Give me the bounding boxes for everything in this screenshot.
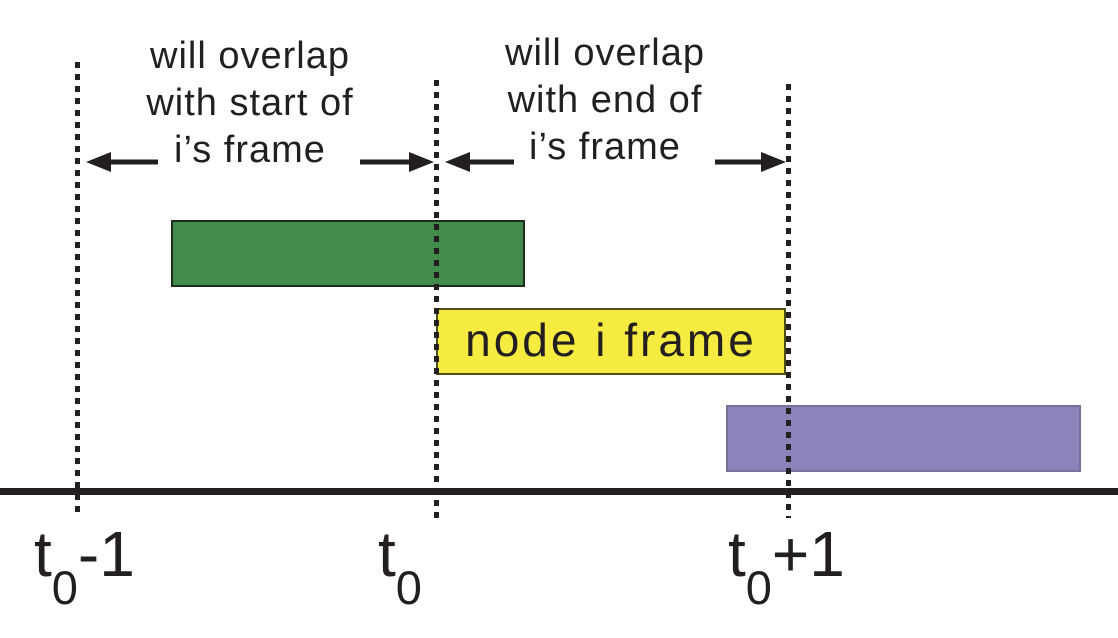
arrow-right-icon	[360, 152, 434, 172]
tick-t0-plus-1: t0+1	[728, 521, 845, 621]
tick-subscript: 0	[395, 561, 422, 614]
tick-offset: -1	[77, 518, 135, 590]
overlap-start-line-1: will overlap	[150, 35, 350, 77]
time-axis-line	[0, 488, 1118, 495]
overlap-start-line-3: i’s frame	[174, 129, 326, 171]
frame-overlapping-end	[726, 405, 1081, 472]
arrow-left-icon	[445, 152, 514, 172]
overlap-start-annotation: will overlap with start of i’s frame	[95, 33, 405, 174]
tick-t0: t0	[378, 521, 422, 621]
frame-node-i: node i frame	[436, 308, 786, 375]
tick-base: t	[34, 518, 52, 590]
overlap-end-line-2: with end of	[507, 79, 703, 121]
frame-node-i-label: node i frame	[465, 313, 757, 366]
tick-subscript: 0	[51, 561, 78, 614]
dotted-line-t0-plus-1	[786, 84, 791, 518]
dotted-line-t0-minus-1	[75, 62, 80, 518]
dotted-line-t0	[434, 80, 439, 518]
tick-base: t	[378, 518, 396, 590]
overlap-end-line-3: i’s frame	[529, 126, 681, 168]
overlap-end-line-1: will overlap	[505, 32, 705, 74]
frame-overlapping-start	[171, 220, 525, 287]
overlap-end-annotation: will overlap with end of i’s frame	[455, 30, 755, 171]
tick-base: t	[728, 518, 746, 590]
overlap-start-line-2: with start of	[146, 82, 354, 124]
tick-subscript: 0	[745, 561, 772, 614]
tick-t0-minus-1: t0-1	[34, 521, 135, 621]
arrow-left-icon	[86, 152, 158, 172]
tick-offset: +1	[771, 518, 845, 590]
arrow-right-icon	[715, 152, 786, 172]
